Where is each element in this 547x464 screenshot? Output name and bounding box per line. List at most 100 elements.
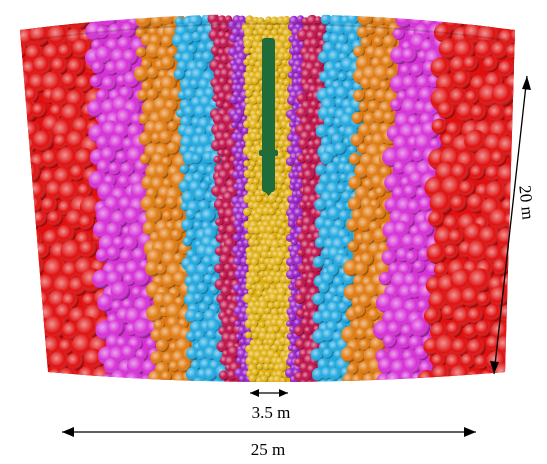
particle-shade — [228, 34, 238, 43]
particle-shade — [291, 165, 299, 173]
particle-shade — [272, 264, 281, 273]
particle-shade — [293, 319, 302, 327]
particle-shade — [252, 359, 259, 366]
particle-shade — [288, 313, 297, 321]
particle-shade — [223, 216, 232, 226]
particle-shade — [280, 109, 288, 116]
particle-shade — [238, 277, 245, 284]
particle-shade — [43, 315, 68, 340]
particle-shade — [215, 99, 224, 109]
particle-shade — [245, 282, 253, 290]
particle-shade — [233, 257, 242, 266]
particle-shade — [277, 139, 286, 148]
particle-shade — [262, 363, 271, 371]
particle-shade — [303, 264, 314, 275]
particle-shade — [503, 105, 515, 122]
particle-shade — [318, 282, 330, 294]
particle-shade — [333, 142, 347, 155]
particle-shade — [267, 302, 275, 310]
particle-shade — [181, 218, 194, 232]
particle-shade — [276, 183, 283, 190]
pile-shaft — [262, 38, 275, 192]
particle — [29, 334, 46, 351]
particle-shade — [206, 265, 216, 275]
particle-shade — [248, 58, 257, 67]
particle-shade — [40, 196, 59, 215]
particle-shade — [114, 58, 132, 76]
particle-shade — [265, 225, 275, 235]
particle-shade — [358, 101, 370, 112]
particle-shade — [258, 271, 266, 278]
particle-shade — [240, 140, 247, 147]
particle-shade — [186, 21, 198, 34]
particle-shade — [237, 240, 244, 248]
particle-shade — [131, 247, 148, 264]
particle-shade — [263, 339, 270, 346]
particle-shade — [145, 207, 163, 225]
particle-shade — [20, 21, 24, 44]
particle-shade — [348, 153, 361, 166]
particle-shade — [49, 350, 71, 373]
particle-shade — [32, 55, 53, 76]
particle-shade — [223, 263, 233, 273]
particle-shade — [224, 379, 234, 382]
particle-shade — [297, 153, 307, 164]
particle-shade — [253, 239, 260, 246]
particle-shade — [401, 47, 418, 64]
particle-shade — [155, 263, 167, 275]
particle-shade — [365, 23, 377, 35]
particle-shade — [301, 68, 313, 81]
particle-shade — [78, 240, 98, 259]
particle-shade — [260, 250, 269, 259]
particle-shade — [278, 345, 285, 352]
particle-shade — [322, 348, 334, 359]
particle-shade — [239, 338, 246, 345]
particle-shade — [154, 163, 170, 179]
particle-shade — [337, 72, 347, 82]
particle-shade — [469, 164, 486, 181]
particle-shade — [253, 276, 261, 283]
particle-shade — [258, 224, 269, 235]
particle-shade — [137, 89, 149, 101]
particle-shade — [252, 178, 260, 185]
particle-shade — [267, 263, 274, 271]
particle-shade — [320, 14, 332, 25]
particle-shade — [293, 196, 300, 204]
particle-shade — [255, 195, 263, 203]
particle-shade — [238, 15, 246, 23]
particle-shade — [56, 146, 81, 171]
particle-shade — [121, 345, 137, 361]
particle-shade — [280, 325, 289, 334]
particle-shade — [165, 196, 178, 209]
particle-shade — [231, 121, 238, 129]
particle-shade — [289, 184, 296, 191]
particle-shade — [232, 113, 242, 123]
particle-shade — [289, 121, 296, 128]
particle-shade — [255, 133, 262, 141]
particle-shade — [254, 314, 261, 321]
particle-shade — [194, 188, 207, 202]
particle-shade — [223, 148, 232, 157]
particle-shade — [374, 207, 387, 220]
particle-shade — [29, 334, 46, 351]
particle-shade — [112, 236, 126, 250]
particle-shade — [142, 221, 157, 236]
particle-shade — [449, 364, 473, 382]
particle-shade — [506, 118, 515, 139]
particle-shade — [243, 38, 254, 49]
particle-shade — [221, 155, 230, 164]
particle-shade — [347, 240, 359, 252]
particle — [22, 274, 43, 295]
particle-shade — [283, 102, 291, 110]
particle-shade — [276, 151, 285, 160]
particle-shade — [251, 368, 259, 376]
particle-shade — [238, 326, 247, 335]
particle-shade — [28, 24, 52, 48]
particle-shade — [285, 368, 295, 378]
particle — [231, 380, 243, 382]
particle-shade — [110, 281, 131, 302]
particle-shade — [236, 96, 244, 103]
particle-shade — [155, 339, 169, 352]
particle-shade — [96, 159, 112, 175]
